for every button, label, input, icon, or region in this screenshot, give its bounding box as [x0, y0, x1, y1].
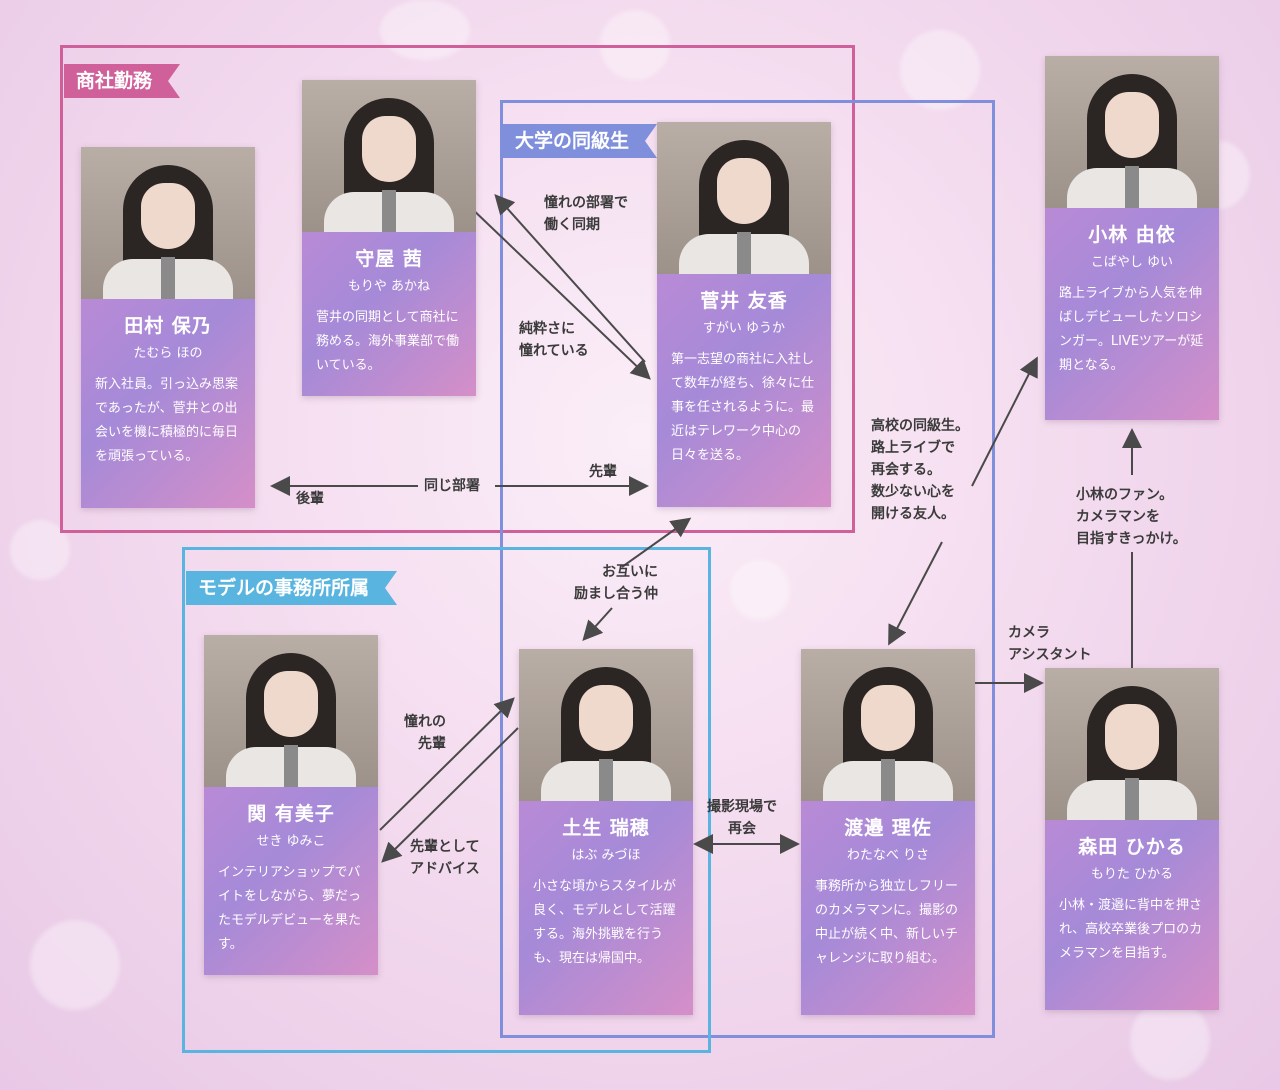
card-habu: 土生 瑞穂 はぶ みづほ 小さな頃からスタイルが良く、モデルとして活躍する。海外…	[519, 649, 693, 1015]
label-senpai-advice: 先輩として アドバイス	[410, 839, 480, 877]
reading-kobayashi: こばやし ゆい	[1090, 255, 1174, 270]
name-habu: 土生 瑞穂	[562, 817, 650, 839]
label-camera-assistant: カメラ アシスタント	[1008, 625, 1092, 663]
card-sugai: 菅井 友香 すがい ゆうか 第一志望の商社に入社して数年が経ち、徐々に仕事を任さ…	[657, 122, 831, 507]
arrow-seki-to-habu	[379, 697, 515, 831]
label-senpai: 先輩	[589, 464, 617, 480]
photo-habu	[519, 649, 693, 801]
card-seki: 関 有美子 せき ゆみこ インテリアショップでバイトをしながら、夢だったモデルデ…	[204, 635, 378, 975]
label-akogare-senpai: 憧れの 先輩	[404, 714, 446, 752]
reading-seki: せき ゆみこ	[256, 834, 326, 849]
card-tamura: 田村 保乃 たむら ほの 新入社員。引っ込み思案であったが、菅井との出会いを機に…	[81, 147, 255, 508]
reading-morita: もりた ひかる	[1090, 867, 1174, 882]
photo-moriya	[302, 80, 476, 232]
desc-tamura: 新入社員。引っ込み思案であったが、菅井との出会いを機に積極的に毎日を頑張っている…	[95, 377, 239, 464]
name-watanabe: 渡邉 理佐	[844, 817, 932, 839]
name-moriya: 守屋 茜	[355, 248, 423, 270]
label-koko: 高校の同級生。 路上ライブで 再会する。 数少ない心を 開ける友人。	[871, 418, 969, 522]
reading-habu: はぶ みづほ	[571, 848, 641, 863]
arrow-habu-to-sugai	[621, 517, 692, 568]
label-otagai: お互いに 励まし合う仲	[574, 564, 658, 602]
photo-kobayashi	[1045, 56, 1219, 208]
reading-tamura: たむら ほの	[133, 346, 203, 361]
group-daigaku-label: 大学の同級生	[503, 124, 657, 158]
name-morita: 森田 ひかる	[1078, 836, 1186, 858]
name-kobayashi: 小林 由依	[1088, 224, 1176, 246]
desc-sugai: 第一志望の商社に入社して数年が経ち、徐々に仕事を任されるように。最近はテレワーク…	[671, 352, 815, 463]
arrow-sugai-to-moriya	[494, 194, 646, 363]
label-onaji-busho: 同じ部署	[424, 478, 480, 494]
desc-moriya: 菅井の同期として商社に務める。海外事業部で働いている。	[316, 310, 460, 373]
reading-watanabe: わたなべ りさ	[846, 848, 930, 863]
arrow-sugai-to-habu	[582, 607, 613, 641]
card-moriya: 守屋 茜 もりや あかね 菅井の同期として商社に務める。海外事業部で働いている。	[302, 80, 476, 396]
arrow-watanabe-to-kobayashi	[971, 356, 1038, 487]
label-kohai: 後輩	[296, 491, 324, 507]
name-seki: 関 有美子	[247, 803, 335, 825]
group-shosha-label: 商社勤務	[64, 64, 180, 98]
group-shosha-box	[60, 45, 855, 533]
desc-kobayashi: 路上ライブから人気を伸ばしデビューしたソロシンガー。LIVEツアーが延期となる。	[1059, 286, 1204, 373]
arrow-moriya-to-sugai	[467, 204, 651, 380]
arrow-habu-to-seki	[381, 727, 519, 863]
label-satsuei: 撮影現場で 再会	[707, 799, 777, 837]
desc-morita: 小林・渡邉に背中を押され、高校卒業後プロのカメラマンを目指す。	[1059, 898, 1203, 961]
card-morita: 森田 ひかる もりた ひかる 小林・渡邉に背中を押され、高校卒業後プロのカメラマ…	[1045, 668, 1219, 1010]
photo-sugai	[657, 122, 831, 274]
label-kobayashi-fan: 小林のファン。 カメラマンを 目指すきっかけ。	[1076, 487, 1187, 547]
group-model-label: モデルの事務所所属	[186, 571, 397, 605]
name-tamura: 田村 保乃	[124, 315, 212, 337]
card-watanabe: 渡邉 理佐 わたなべ りさ 事務所から独立しフリーのカメラマンに。撮影の中止が続…	[801, 649, 975, 1015]
group-daigaku-box	[500, 100, 995, 1038]
desc-seki: インテリアショップでバイトをしながら、夢だったモデルデビューを果たす。	[218, 865, 362, 952]
photo-watanabe	[801, 649, 975, 801]
photo-tamura	[81, 147, 255, 299]
label-akogare-busho: 憧れの部署で 働く同期	[544, 195, 628, 233]
photo-morita	[1045, 668, 1219, 820]
reading-moriya: もりや あかね	[347, 279, 431, 294]
arrow-kobayashi-to-watanabe	[888, 541, 943, 646]
card-kobayashi: 小林 由依 こばやし ゆい 路上ライブから人気を伸ばしデビューしたソロシンガー。…	[1045, 56, 1219, 420]
group-model-box	[182, 547, 711, 1053]
photo-seki	[204, 635, 378, 787]
name-sugai: 菅井 友香	[700, 290, 788, 312]
label-junsui: 純粋さに 憧れている	[519, 321, 589, 359]
desc-watanabe: 事務所から独立しフリーのカメラマンに。撮影の中止が続く中、新しいチャレンジに取り…	[815, 879, 959, 966]
desc-habu: 小さな頃からスタイルが良く、モデルとして活躍する。海外挑戦を行うも、現在は帰国中…	[533, 879, 677, 966]
reading-sugai: すがい ゆうか	[702, 321, 786, 336]
